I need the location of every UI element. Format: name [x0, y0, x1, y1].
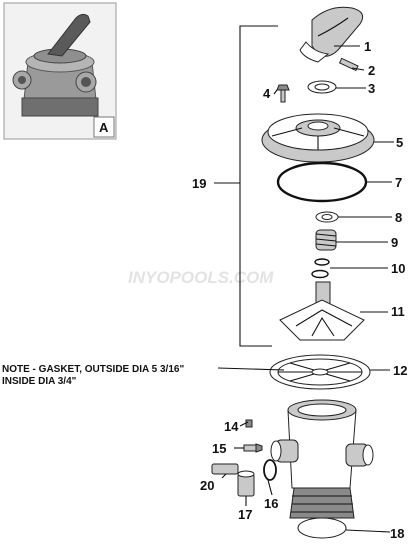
label-part-14: 14 — [224, 419, 239, 434]
part-17-drain-plug — [237, 470, 255, 497]
label-part-9: 9 — [391, 235, 398, 250]
label-part-8: 8 — [395, 210, 402, 225]
part-10-o-rings — [311, 258, 330, 279]
part-1-handle — [299, 6, 364, 63]
part-14-fitting — [245, 419, 253, 428]
part-7-o-ring — [276, 161, 368, 203]
part-3-washer — [307, 80, 337, 94]
part-15-plug — [243, 443, 263, 453]
label-part-16: 16 — [264, 496, 278, 511]
part-4-screw — [276, 84, 290, 103]
watermark: INYOPOOLS.COM — [128, 268, 274, 287]
part-16-o-ring — [263, 459, 277, 481]
label-part-12: 12 — [393, 363, 407, 378]
label-part-2: 2 — [368, 63, 375, 78]
label-part-17: 17 — [238, 507, 252, 522]
part-5-cover — [261, 113, 375, 163]
part-20-gauge-stem — [211, 463, 239, 475]
inset-photo-a: A — [3, 2, 117, 140]
label-part-19: 19 — [192, 176, 206, 191]
part-18-base-disc — [297, 517, 347, 539]
label-part-3: 3 — [368, 81, 375, 96]
part-8-washer — [315, 211, 339, 223]
label-part-10: 10 — [391, 261, 405, 276]
part-9-spring — [315, 229, 337, 251]
assembly-bracket — [214, 25, 278, 347]
valve-body — [270, 399, 374, 519]
label-part-7: 7 — [395, 175, 402, 190]
note-line-2: INSIDE DIA 3/4" — [2, 376, 77, 387]
label-part-18: 18 — [390, 526, 404, 541]
part-11-rotor — [279, 281, 365, 341]
part-12-gasket — [269, 354, 371, 390]
part-2-pin — [338, 57, 359, 72]
label-part-1: 1 — [364, 39, 371, 54]
gasket-note: NOTE - GASKET, OUTSIDE DIA 5 3/16" INSID… — [2, 364, 184, 387]
inset-letter: A — [99, 120, 109, 135]
note-line-1: NOTE - GASKET, OUTSIDE DIA 5 3/16" — [2, 364, 184, 375]
label-part-5: 5 — [396, 135, 403, 150]
label-part-4: 4 — [263, 86, 271, 101]
part-labels: 1 2 3 4 5 7 8 9 10 11 12 14 15 16 17 18 … — [192, 39, 407, 541]
label-part-11: 11 — [391, 304, 405, 319]
leader-lines — [217, 45, 394, 533]
label-part-20: 20 — [200, 478, 214, 493]
label-part-15: 15 — [212, 441, 226, 456]
